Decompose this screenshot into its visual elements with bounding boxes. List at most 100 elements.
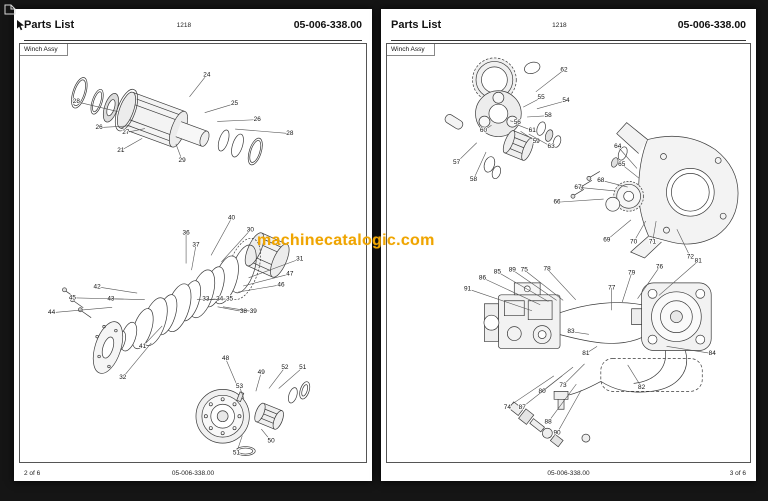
callout-leader-line xyxy=(622,164,639,178)
callout-leader-line xyxy=(226,358,237,383)
part-callout-number: 69 xyxy=(603,237,611,244)
callout-leader-line xyxy=(482,278,540,305)
part-callout-number: 58 xyxy=(545,112,553,119)
callout-leader-line xyxy=(518,125,532,130)
callout-leader-line xyxy=(76,102,117,112)
callout-leader-line xyxy=(628,365,642,387)
part-callout-number: 89 xyxy=(509,266,517,273)
part-callout-number: 33 xyxy=(202,295,210,302)
planet-hub-assembly-art xyxy=(196,380,312,455)
footer-part-number: 05-006-338.00 xyxy=(547,470,590,477)
part-callout-number: 47 xyxy=(286,270,294,277)
part-callout-number: 50 xyxy=(268,438,276,445)
part-callout-number: 60 xyxy=(480,127,488,134)
part-number: 05-006-338.00 xyxy=(677,19,746,31)
part-callout-number: 39 xyxy=(250,308,258,315)
callout-leader-line xyxy=(236,436,242,453)
callout-leader-line xyxy=(189,75,206,97)
callout-leader-line xyxy=(578,187,615,191)
callout-leader-line xyxy=(521,131,537,141)
callout-leader-line xyxy=(121,138,142,150)
part-callout-number: 38 xyxy=(240,308,248,315)
callout-leader-line xyxy=(474,152,487,179)
callout-leader-line xyxy=(483,125,491,130)
callout-leader-line xyxy=(601,180,628,187)
callout-leader-line xyxy=(238,285,281,292)
part-callout-number: 24 xyxy=(203,71,211,78)
callout-leader-line xyxy=(524,270,563,300)
callout-leader-line xyxy=(548,384,576,422)
callout-leader-line xyxy=(522,376,562,407)
part-callout-number: 26 xyxy=(96,124,104,131)
page-footer: 05-006-338.00 3 of 6 xyxy=(391,470,746,477)
callout-leader-line xyxy=(497,272,548,302)
callout-leader-line xyxy=(211,218,231,255)
part-callout-number: 67 xyxy=(574,184,582,191)
document-page-2: Parts List 1218 05-006-338.00 Winch Assy xyxy=(14,9,372,481)
part-callout-number: 35 xyxy=(226,295,234,302)
callout-leader-line xyxy=(243,274,290,286)
callout-leader-line xyxy=(126,129,145,133)
callout-leader-line xyxy=(205,299,220,300)
document-page-3: Parts List 1218 05-006-338.00 Winch Assy xyxy=(381,9,756,481)
callout-leader-line xyxy=(457,143,477,163)
callout-leader-line xyxy=(634,221,646,242)
part-callout-number: 25 xyxy=(231,100,239,107)
part-callout-number: 26 xyxy=(254,116,262,123)
callout-leader-line xyxy=(223,307,253,312)
part-callout-number: 58 xyxy=(470,176,478,183)
part-callout-number: 46 xyxy=(277,281,285,288)
part-callout-number: 77 xyxy=(608,284,616,291)
part-callout-number: 88 xyxy=(545,419,553,426)
part-callout-number: 52 xyxy=(281,364,289,371)
motor-bracket-art xyxy=(571,123,738,258)
part-callout-number: 90 xyxy=(553,430,561,437)
callout-leader-line xyxy=(210,299,230,300)
callout-leader-line xyxy=(97,287,137,293)
winch-exploded-diagram-page3: 6255545856616059635758646568676669707172… xyxy=(387,44,750,462)
part-callout-number: 56 xyxy=(514,119,522,126)
callout-leader-line xyxy=(468,289,532,311)
diagram-frame: Winch Assy xyxy=(19,43,367,463)
part-callout-number: 91 xyxy=(464,285,472,292)
callout-leader-line xyxy=(563,364,584,385)
callout-leader-line xyxy=(536,70,564,92)
part-callout-number: 27 xyxy=(122,129,130,136)
part-callout-number: 49 xyxy=(258,369,266,376)
doc-code: 1218 xyxy=(176,22,192,29)
part-callout-number: 65 xyxy=(618,161,626,168)
part-callout-number: 83 xyxy=(567,328,575,335)
callout-leader-line xyxy=(143,326,163,347)
assembly-label: Winch Assy xyxy=(20,44,68,56)
part-callout-number: 86 xyxy=(479,274,487,281)
part-callout-number: 55 xyxy=(538,94,546,101)
callout-leader-line xyxy=(547,269,576,300)
callout-leader-line xyxy=(512,270,556,300)
callout-leader-line xyxy=(507,376,554,407)
callout-leader-line xyxy=(618,147,637,169)
part-callout-number: 64 xyxy=(614,143,622,150)
part-callout-number: 76 xyxy=(656,263,664,270)
callout-leader-line xyxy=(537,101,566,109)
callout-leader-line xyxy=(279,367,303,388)
part-callout-number: 37 xyxy=(192,242,200,249)
callout-leader-line xyxy=(218,307,244,312)
diagram-frame: Winch Assy xyxy=(386,43,751,463)
page-header: Parts List 1218 05-006-338.00 xyxy=(391,19,746,41)
callout-leader-line xyxy=(249,259,300,278)
part-callout-number: 53 xyxy=(236,383,244,390)
page-header: Parts List 1218 05-006-338.00 xyxy=(24,19,362,41)
callout-leader-line xyxy=(239,386,243,399)
callout-leader-line xyxy=(510,121,517,123)
callout-leader-line xyxy=(653,221,657,242)
part-callout-number: 66 xyxy=(553,199,561,206)
footer-page-indicator: 3 of 6 xyxy=(729,470,746,477)
assembly-label: Winch Assy xyxy=(387,44,435,56)
drum-shaft-assembly-art xyxy=(68,76,265,167)
callout-leader-line xyxy=(529,134,551,147)
part-callout-number: 63 xyxy=(548,143,556,150)
part-callout-number: 81 xyxy=(582,350,590,357)
part-callout-number: 84 xyxy=(709,350,717,357)
part-callout-number: 78 xyxy=(544,265,552,272)
callout-leader-line xyxy=(176,144,182,161)
